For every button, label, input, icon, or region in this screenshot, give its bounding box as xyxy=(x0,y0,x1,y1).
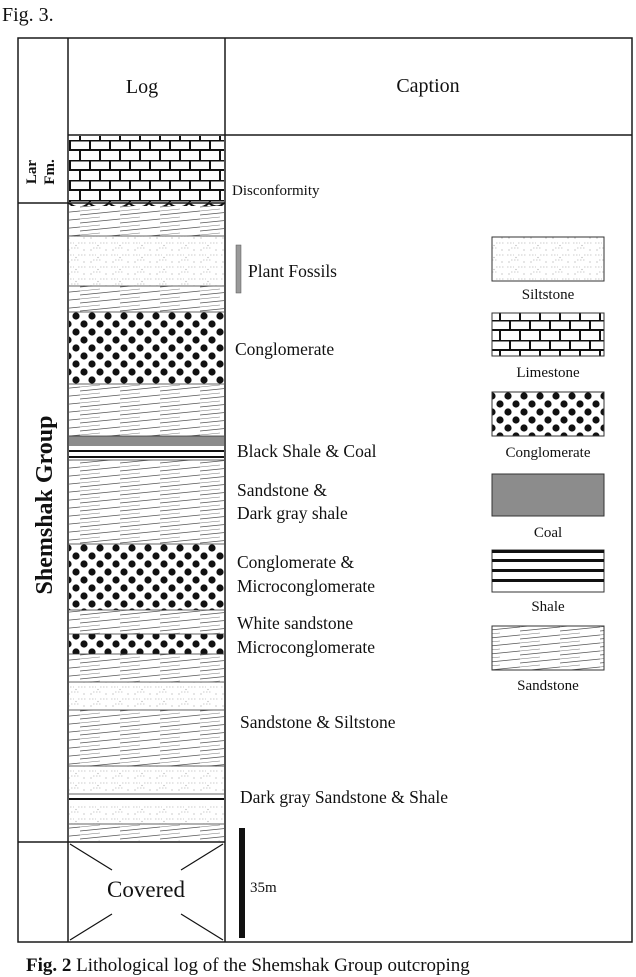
legend-shale-swatch xyxy=(491,549,605,593)
log-siltstone-layer xyxy=(69,766,224,794)
log-siltstone-layer xyxy=(69,236,224,286)
covered-label: Covered xyxy=(107,877,185,902)
legend-swatches xyxy=(491,236,605,671)
table-frame xyxy=(17,37,633,943)
caption-header: Caption xyxy=(396,75,459,97)
caption-conglomerate-line2: Microconglomerate xyxy=(237,576,376,596)
lar-formation-label-line1: Lar xyxy=(24,160,40,185)
caption-conglomerate-line1: Conglomerate & xyxy=(237,552,355,572)
caption-microconglomerate: Microconglomerate xyxy=(237,637,376,657)
legend-label-shale: Shale xyxy=(531,599,565,615)
caption-sandstone-line1: Sandstone & xyxy=(237,480,327,500)
scale-label: 35m xyxy=(250,880,277,896)
legend-label-siltstone: Siltstone xyxy=(521,287,575,303)
log-sandstone-layer xyxy=(69,460,224,544)
caption-black-shale-coal: Black Shale & Coal xyxy=(237,441,377,461)
log-conglomerate-layer xyxy=(69,312,224,384)
figure-number: Fig. 3. xyxy=(2,4,54,26)
figure-caption: Fig. 2 Lithological log of the Shemshak … xyxy=(26,955,470,977)
figure-caption-number: Fig. 2 xyxy=(26,955,72,976)
legend-label-limestone: Limestone xyxy=(516,365,580,381)
plant-fossils-marker xyxy=(235,244,242,294)
log-shale-layer xyxy=(69,446,224,460)
lar-formation-label-line2: Fm. xyxy=(42,159,58,185)
figure-caption-text: Lithological log of the Shemshak Group o… xyxy=(71,955,470,976)
log-siltstone-layer xyxy=(69,682,224,710)
caption-sandstone-line2: Dark gray shale xyxy=(237,503,348,523)
legend-label-sandstone: Sandstone xyxy=(517,678,579,694)
scale-bar xyxy=(239,828,245,938)
log-sandstone-layer xyxy=(69,710,224,766)
log-coal-layer xyxy=(69,436,224,446)
log-sandstone-layer xyxy=(69,610,224,634)
log-sandstone-layer xyxy=(69,286,224,312)
caption-sandstone-siltstone: Sandstone & Siltstone xyxy=(240,712,396,732)
legend-sandstone-swatch xyxy=(491,625,605,671)
log-sandstone-layer xyxy=(69,824,224,841)
caption-plant-fossils: Plant Fossils xyxy=(248,261,337,281)
covered-cross xyxy=(69,843,224,941)
caption-dark-gray-sandstone-shale: Dark gray Sandstone & Shale xyxy=(240,787,449,807)
caption-conglomerate: Conglomerate xyxy=(235,339,335,359)
log-siltstone-layer xyxy=(69,804,224,824)
caption-white-sandstone: White sandstone xyxy=(237,613,354,633)
log-sandstone-layer xyxy=(69,384,224,436)
log-column xyxy=(69,206,224,841)
legend-label-conglomerate: Conglomerate xyxy=(505,445,591,461)
log-conglomerate-layer xyxy=(69,634,224,654)
log-header: Log xyxy=(126,76,158,98)
log-limestone-layer xyxy=(69,136,224,202)
log-sandstone-layer xyxy=(69,206,224,236)
log-sandstone-layer xyxy=(69,654,224,682)
legend-coal-swatch xyxy=(491,473,605,517)
caption-disconformity: Disconformity xyxy=(232,183,320,199)
legend-siltstone-swatch xyxy=(491,236,605,282)
log-shale-layer xyxy=(69,794,224,804)
shemshak-group-label: Shemshak Group xyxy=(32,416,58,595)
legend-conglomerate-swatch xyxy=(491,391,605,437)
log-conglomerate-layer xyxy=(69,544,224,610)
legend-limestone-swatch xyxy=(491,312,605,357)
legend-label-coal: Coal xyxy=(533,525,563,541)
